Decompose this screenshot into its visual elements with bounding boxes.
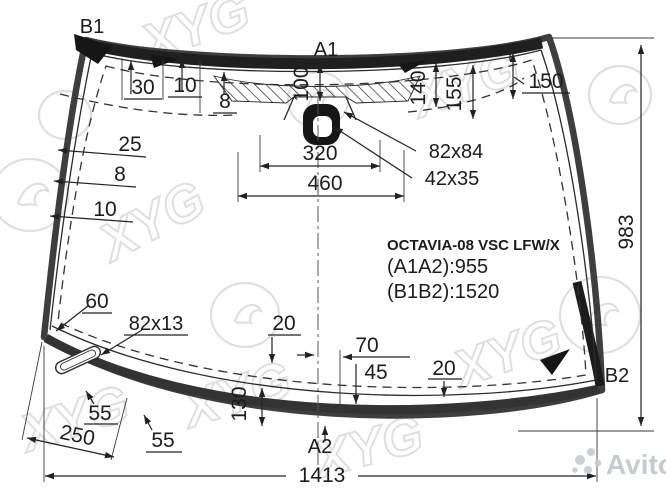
dim-150-label: 150 [528, 70, 563, 93]
dim-60-label: 60 [85, 290, 108, 313]
dim-155-label: 155 [443, 76, 466, 111]
dim-30-label: 30 [131, 76, 154, 99]
corner-label-a1: A1 [314, 39, 338, 61]
corner-black-patch [74, 34, 112, 64]
band-inner-dashed-line [57, 59, 587, 389]
sensor-hatch-area [212, 75, 421, 104]
band-fade-triangle [540, 349, 570, 375]
bottom-ceramic-band [43, 334, 600, 415]
dim-320-label: 320 [302, 142, 337, 165]
band-fade-triangle [150, 54, 178, 68]
dim-8-left-label: 8 [114, 163, 126, 186]
dim-10-left-label: 10 [93, 198, 116, 221]
xyg-watermark-text: XYG [11, 374, 136, 464]
avito-dots-icon [572, 448, 602, 474]
dim-42x35-label: 42x35 [425, 168, 480, 190]
part-model-text: OCTAVIA-08 VSC LFW/X [387, 237, 560, 254]
corner-label-b2: B2 [605, 365, 629, 387]
dim-8-top-label: 8 [219, 90, 231, 113]
vin-window-slot [54, 345, 102, 375]
dim-82x84-label: 82x84 [429, 141, 484, 163]
dim-130-label: 130 [228, 386, 251, 421]
dim-82x13-label: 82x13 [129, 313, 184, 335]
dim-20-right-label: 20 [432, 357, 455, 380]
dim-55a-label: 55 [88, 402, 111, 425]
dim-140-label: 140 [407, 70, 430, 105]
mirror-mount-hole [313, 116, 332, 137]
dim-983-label: 983 [615, 214, 638, 249]
dim-1413-label: 1413 [299, 464, 346, 487]
dimension-lines [21, 37, 654, 482]
dim-25-label: 25 [118, 133, 141, 156]
right-band-thick [572, 280, 605, 387]
dim-10-label: 10 [173, 74, 196, 97]
part-info-block: OCTAVIA-08 VSC LFW/X (A1A2):955 (B1B2):1… [387, 237, 560, 303]
dimension-labels: B1 A1 B2 A2 30 10 8 100 140 155 150 25 8… [58, 16, 638, 487]
dim-55b-label: 55 [151, 429, 174, 452]
dim-460-label: 460 [307, 172, 342, 195]
avito-watermark: Avito [572, 448, 666, 480]
corner-label-a2: A2 [308, 436, 332, 458]
top-ceramic-band [98, 37, 544, 70]
avito-watermark-text: Avito [606, 449, 666, 480]
dim-20-left-label: 20 [272, 312, 295, 335]
dim-45-label: 45 [364, 361, 387, 384]
band-fade-triangle [398, 60, 428, 73]
dim-70-label: 70 [355, 334, 378, 357]
corner-label-b1: B1 [80, 16, 104, 38]
part-distance-a-text: (A1A2):955 [387, 256, 488, 278]
part-distance-b-text: (B1B2):1520 [387, 281, 499, 303]
dim-100-label: 100 [290, 66, 313, 101]
